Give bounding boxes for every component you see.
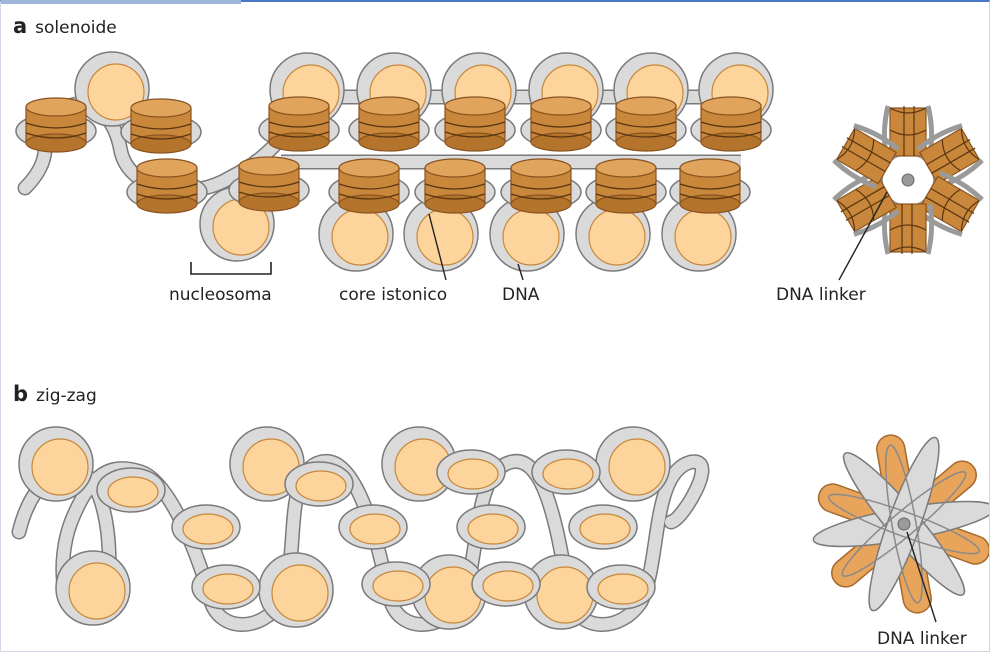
linker-b-label: DNA linker [877, 629, 967, 649]
nucleosome-bracket [191, 262, 271, 274]
zigzag-fiber [19, 427, 702, 629]
dna-label: DNA [502, 285, 540, 305]
solenoid-end-view [832, 106, 984, 254]
nucleosome-label: nucleosoma [169, 285, 272, 305]
zigzag-end-view [811, 432, 989, 616]
linker-a-label: DNA linker [776, 285, 866, 305]
solenoid-fiber [16, 52, 773, 271]
core-label: core istonico [339, 285, 447, 305]
